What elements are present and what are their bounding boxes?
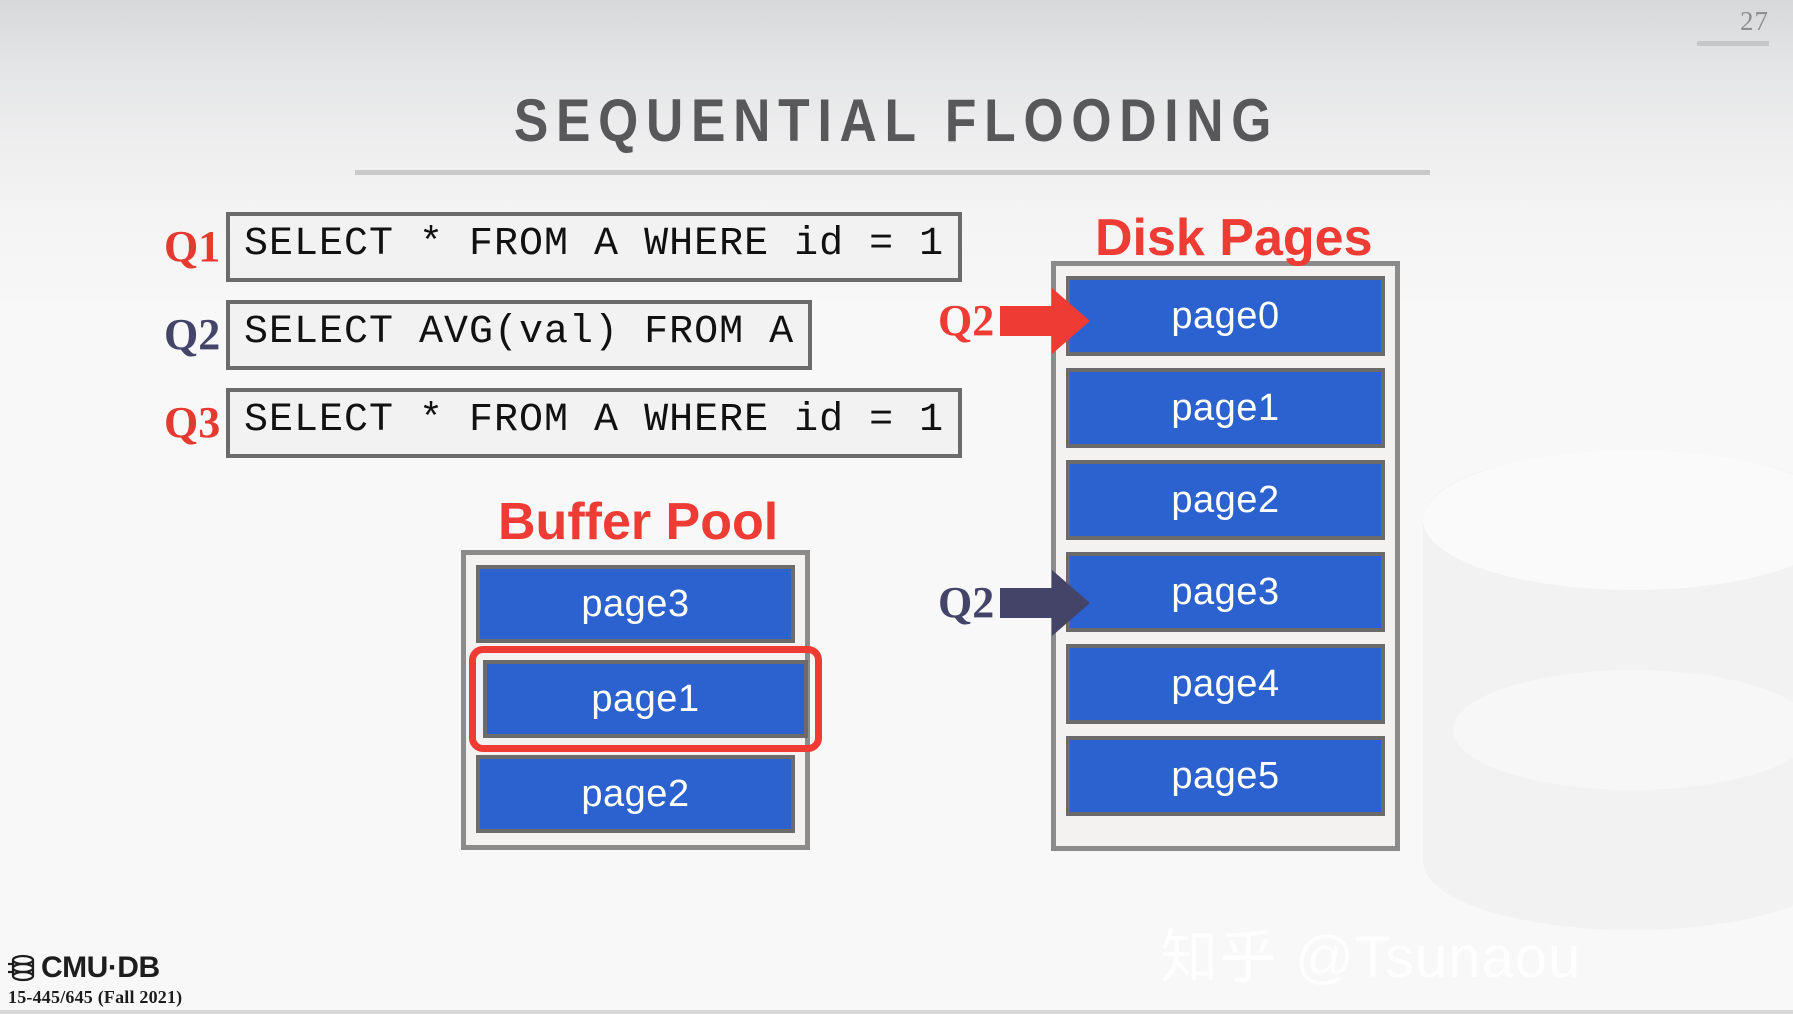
page-number-value: 27	[1740, 6, 1769, 36]
bottom-edge-rule	[0, 1010, 1793, 1014]
query-label-q3: Q3	[164, 398, 221, 447]
buffer-page-slot[interactable]: page3	[476, 565, 795, 643]
disk-page-page2[interactable]: page2	[1066, 460, 1385, 540]
database-cylinder-icon	[8, 954, 35, 982]
query-list: Q1 SELECT * FROM A WHERE id = 1 Q2 SELEC…	[160, 212, 963, 476]
disk-page-slot[interactable]: page1	[1066, 368, 1385, 448]
page-number: 27	[1697, 8, 1769, 46]
disk-page-slot[interactable]: page4	[1066, 644, 1385, 724]
buffer-page-page2[interactable]: page2	[476, 755, 795, 833]
disk-page-slot[interactable]: page0	[1066, 276, 1385, 356]
disk-pages-container: page0 page1 page2 page3 page4 page5	[1051, 261, 1400, 851]
disk-page-page1[interactable]: page1	[1066, 368, 1385, 448]
query-row: Q2 SELECT AVG(val) FROM A	[160, 300, 962, 370]
arrow-label-q2-navy: Q2	[938, 578, 995, 627]
buffer-pool-container: page3 page1 page2	[461, 550, 822, 850]
disk-page-page0[interactable]: page0	[1066, 276, 1385, 356]
footer: CMU·DB 15-445/645 (Fall 2021)	[8, 953, 182, 1008]
buffer-page-page1[interactable]: page1	[483, 660, 808, 738]
buffer-page-page3[interactable]: page3	[476, 565, 795, 643]
query-sql-q2[interactable]: SELECT AVG(val) FROM A	[226, 300, 813, 370]
arrow-label-q2-red: Q2	[938, 296, 995, 345]
disk-page-page4[interactable]: page4	[1066, 644, 1385, 724]
buffer-page-slot-highlighted[interactable]: page1	[469, 646, 822, 752]
arrow-q2-to-page0: Q2	[938, 288, 1091, 354]
buffer-page-slot[interactable]: page2	[476, 755, 795, 833]
right-arrow-icon	[1000, 570, 1091, 636]
disk-page-slot[interactable]: page3	[1066, 552, 1385, 632]
right-arrow-icon	[1000, 288, 1091, 354]
disk-pages-heading: Disk Pages	[1095, 209, 1373, 267]
query-row: Q3 SELECT * FROM A WHERE id = 1	[160, 388, 963, 458]
buffer-pool-heading: Buffer Pool	[498, 493, 779, 551]
slide-title: SEQUENTIAL FLOODING	[513, 87, 1280, 154]
disk-page-page3[interactable]: page3	[1066, 552, 1385, 632]
course-label: 15-445/645 (Fall 2021)	[8, 987, 183, 1007]
query-label-q2: Q2	[164, 310, 221, 359]
disk-page-slot[interactable]: page5	[1066, 736, 1385, 816]
cmu-db-logo: CMU·DB	[8, 953, 182, 983]
arrow-q2-to-page3: Q2	[938, 570, 1091, 636]
query-row: Q1 SELECT * FROM A WHERE id = 1	[160, 212, 963, 282]
title-underline	[355, 170, 1430, 175]
page-number-rule	[1697, 41, 1769, 46]
cmu-db-logo-text: CMU·DB	[41, 951, 160, 984]
query-sql-q3[interactable]: SELECT * FROM A WHERE id = 1	[226, 388, 963, 458]
query-sql-q1[interactable]: SELECT * FROM A WHERE id = 1	[226, 212, 963, 282]
query-label-q1: Q1	[164, 222, 221, 271]
disk-page-slot[interactable]: page2	[1066, 460, 1385, 540]
disk-page-page5[interactable]: page5	[1066, 736, 1385, 816]
